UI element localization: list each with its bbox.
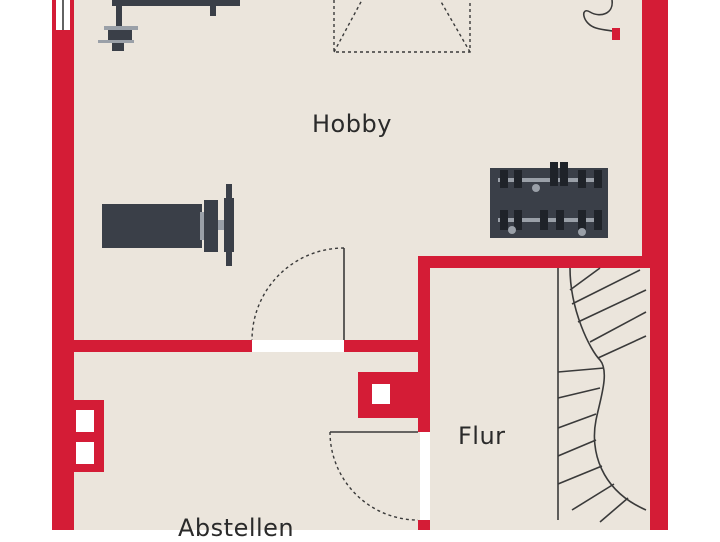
wall-flur-left bbox=[418, 256, 430, 432]
wall-flur-top bbox=[420, 256, 650, 268]
window-top-left bbox=[56, 0, 70, 30]
walls bbox=[52, 0, 668, 530]
floor-landing bbox=[642, 268, 650, 530]
wall-right-upper bbox=[642, 0, 668, 268]
door-flur bbox=[329, 431, 419, 521]
room-label-abstellen: Abstellen bbox=[178, 514, 295, 542]
dumbbell-rack-icon bbox=[490, 162, 608, 238]
room-label-flur: Flur bbox=[458, 422, 506, 450]
skylight-window-icon bbox=[333, 0, 471, 53]
wall-right-lower bbox=[650, 258, 668, 530]
wall-hobby-bottom-left bbox=[74, 340, 252, 352]
niche-flue-2 bbox=[76, 442, 94, 464]
floor-flur bbox=[430, 268, 642, 530]
wall-flur-left-bottom bbox=[418, 520, 430, 530]
niche-flue-1 bbox=[76, 410, 94, 432]
staircase-icon bbox=[557, 267, 647, 523]
wall-hobby-bottom-mid bbox=[344, 340, 420, 352]
wall-left bbox=[52, 0, 74, 530]
chimney-flue bbox=[372, 384, 390, 404]
weight-bench-icon bbox=[102, 184, 234, 266]
floor-plan bbox=[52, 0, 668, 530]
barbell-rack-icon bbox=[98, 0, 240, 51]
door-hobby bbox=[251, 247, 345, 341]
cable-handle-icon bbox=[583, 0, 620, 40]
room-label-hobby: Hobby bbox=[312, 110, 392, 138]
